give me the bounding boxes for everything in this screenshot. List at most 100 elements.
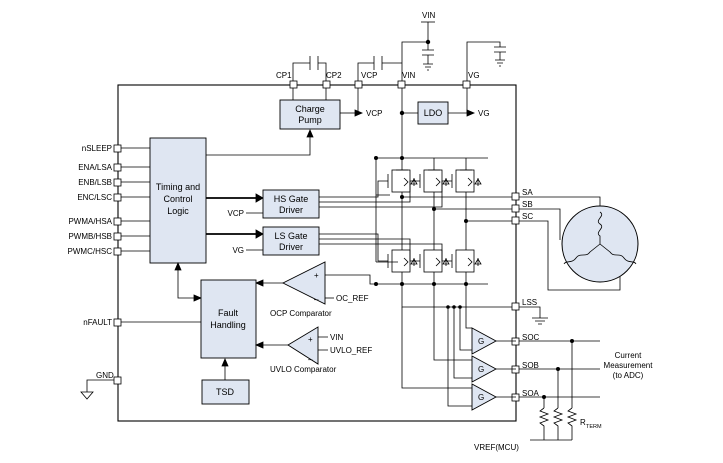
pin-label-sc: SC: [522, 212, 533, 221]
pin-vg: [462, 80, 471, 89]
vref-mcu-label: VREF(MCU): [474, 443, 519, 452]
fault-label-2: Handling: [210, 320, 246, 330]
sense-amp-a-gain: G: [478, 393, 484, 402]
tsd-label: TSD: [216, 387, 235, 397]
pin-ena-lsa: [113, 163, 122, 172]
pin-vin: [397, 80, 406, 89]
internal-supply-wires: [292, 88, 476, 158]
sense-amp-b-gain: G: [478, 365, 484, 374]
pin-nsleep: [113, 144, 122, 153]
pin-label-ena-lsa: ENA/LSA: [78, 163, 112, 172]
left-pin-wires: [80, 147, 201, 400]
pin-label-soa: SOA: [522, 389, 540, 398]
timing-label-3: Logic: [167, 206, 189, 216]
pin-lss: [511, 302, 520, 311]
pin-label-pwmb-hsb: PWMB/HSB: [68, 232, 112, 241]
pin-gnd: [113, 376, 122, 385]
motor: [519, 196, 639, 291]
pin-label-sb: SB: [522, 200, 533, 209]
ocp-minus-sign: –: [314, 295, 319, 304]
sense-amp-b: [471, 355, 497, 383]
pin-label-sob: SOB: [522, 361, 539, 370]
pin-label-vin: VIN: [402, 71, 416, 80]
hs-gate-driver-block: [262, 189, 320, 219]
pin-soc: [511, 337, 520, 346]
current-measurement-label-2: Measurement: [604, 361, 654, 370]
pin-sb: [511, 204, 520, 213]
ocp-ref-label: OC_REF: [336, 294, 369, 303]
uvlo-minus-sign: –: [308, 355, 313, 364]
charge-pump-block: [279, 99, 341, 130]
pin-label-enb-lsb: ENB/LSB: [78, 178, 112, 187]
pin-label-vg: VG: [468, 71, 480, 80]
sense-amp-c-gain: G: [478, 337, 484, 346]
ldo-output-label: VG: [478, 109, 490, 118]
pin-label-gnd: GND: [96, 371, 114, 380]
hs-driver-supply-label: VCP: [228, 209, 244, 218]
termination-network: [519, 339, 600, 441]
pin-cp2: [322, 80, 331, 89]
charge-pump-label-2: Pump: [298, 115, 322, 125]
ocp-comparator: [281, 261, 326, 305]
fault-label-1: Fault: [218, 308, 239, 318]
logic-wiring: [174, 128, 314, 302]
rterm-subscript: TERM: [586, 424, 602, 430]
power-stage: [319, 156, 516, 308]
pin-enc-lsc: [113, 193, 122, 202]
timing-label-1: Timing and: [156, 182, 200, 192]
pin-vcp: [354, 80, 363, 89]
ls-gate-driver-block: [262, 226, 320, 256]
pin-label-soc: SOC: [522, 333, 540, 342]
pin-pwmb-hsb: [113, 232, 122, 241]
driver-supply-wires: [246, 212, 263, 251]
uvlo-comparator-label: UVLO Comparator: [270, 365, 337, 374]
pin-label-cp1: CP1: [276, 71, 292, 80]
pin-nfault: [113, 318, 122, 327]
charge-pump-label-1: Charge: [295, 104, 325, 114]
ls-driver-label-1: LS Gate: [274, 231, 307, 241]
timing-label-2: Control: [163, 194, 192, 204]
ls-driver-label-2: Driver: [279, 242, 303, 252]
uvlo-vin-label: VIN: [330, 333, 344, 342]
uvlo-comparator: [287, 326, 319, 365]
rterm-label: R: [580, 418, 586, 427]
pin-label-pwma-hsa: PWMA/HSA: [68, 217, 112, 226]
ldo-block: [417, 101, 449, 125]
pin-label-pwmc-hsc: PWMC/HSC: [68, 247, 113, 256]
pin-pwma-hsa: [113, 217, 122, 226]
pin-sc: [511, 216, 520, 225]
hs-driver-label-2: Driver: [279, 205, 303, 215]
pin-cp1: [289, 80, 298, 89]
pin-label-nsleep: nSLEEP: [82, 144, 112, 153]
pin-sa: [511, 192, 520, 201]
ls-driver-supply-label: VG: [232, 246, 244, 255]
sense-amp-c: [471, 327, 497, 355]
pin-label-lss: LSS: [522, 298, 537, 307]
current-measurement-label-3: (to ADC): [613, 371, 644, 380]
pin-soa: [511, 393, 520, 402]
ldo-label: LDO: [424, 108, 443, 118]
current-measurement-label-1: Current: [615, 351, 642, 360]
pin-label-vcp: VCP: [361, 71, 377, 80]
pin-label-cp2: CP2: [326, 71, 342, 80]
vin-supply-label: VIN: [422, 11, 436, 20]
top-external-circuit: [292, 21, 506, 85]
sense-amp-a: [471, 383, 497, 411]
uvlo-ref-label: UVLO_REF: [330, 346, 372, 355]
sense-amp-wiring: [401, 300, 516, 407]
uvlo-input-wires: [318, 336, 328, 351]
tsd-block: [201, 379, 250, 405]
lss-ground: [519, 306, 548, 325]
timing-control-logic-block: [149, 137, 207, 264]
charge-pump-output-label: VCP: [366, 109, 382, 118]
pin-sob: [511, 365, 520, 374]
uvlo-plus-sign: +: [308, 335, 313, 344]
hs-driver-label-1: HS Gate: [274, 194, 309, 204]
ocp-comparator-label: OCP Comparator: [270, 309, 332, 318]
pin-pwmc-hsc: [113, 247, 122, 256]
pin-enb-lsb: [113, 178, 122, 187]
ocp-plus-sign: +: [314, 271, 319, 280]
fault-handling-block: [200, 279, 257, 359]
